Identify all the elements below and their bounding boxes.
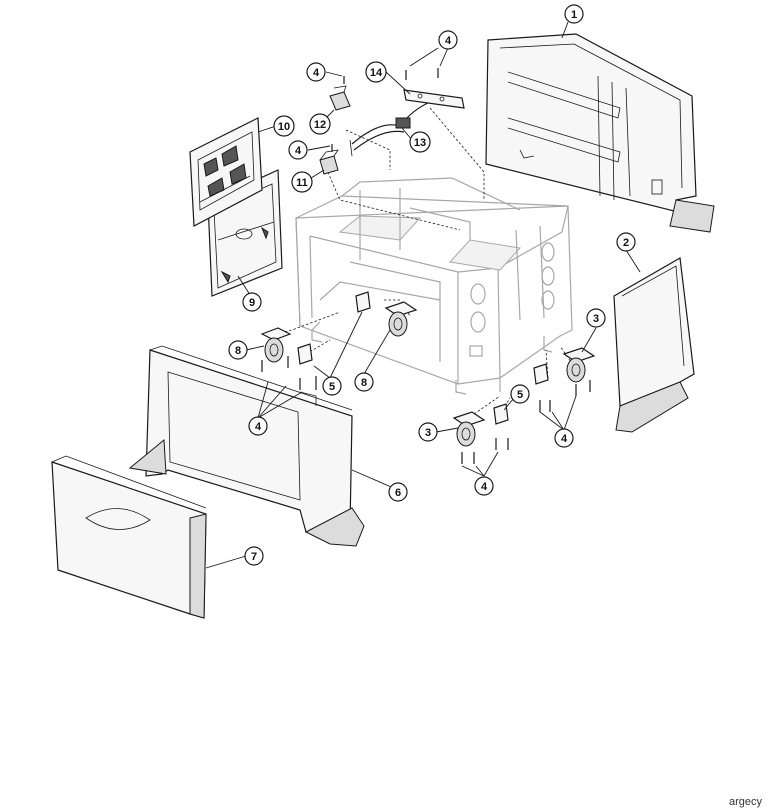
callout-1: 1 (564, 4, 584, 24)
callout-4: 4 (288, 140, 308, 160)
base-frame (295, 177, 573, 395)
callout-4: 4 (554, 428, 574, 448)
svg-text:4: 4 (561, 433, 568, 445)
svg-text:4: 4 (295, 145, 302, 157)
callout-5: 5 (322, 376, 342, 396)
callout-2: 2 (616, 232, 636, 252)
svg-text:5: 5 (517, 389, 523, 401)
board-10 (189, 117, 263, 227)
svg-text:10: 10 (278, 121, 290, 133)
callout-4: 4 (438, 30, 458, 50)
sensor-12 (329, 85, 351, 111)
callout-8: 8 (354, 372, 374, 392)
callout-3: 3 (586, 308, 606, 328)
leveler-brackets (297, 291, 549, 425)
right-side-panel (613, 257, 695, 433)
callout-8: 8 (228, 340, 248, 360)
svg-text:14: 14 (370, 67, 383, 79)
watermark-text: argecy (728, 796, 762, 808)
caster-3-right (562, 347, 596, 383)
svg-text:4: 4 (255, 421, 262, 433)
rear-panel (485, 33, 715, 233)
callout-9: 9 (242, 292, 262, 312)
svg-text:8: 8 (361, 377, 367, 389)
callout-12: 12 (309, 113, 331, 135)
svg-text:3: 3 (593, 313, 599, 325)
front-frame (128, 345, 365, 547)
callout-13: 13 (409, 131, 431, 153)
callout-10: 10 (273, 115, 295, 137)
leader-lines (205, 21, 641, 569)
callout-7: 7 (244, 546, 264, 566)
front-door (51, 455, 207, 619)
callout-4: 4 (474, 476, 494, 496)
svg-text:9: 9 (249, 297, 255, 309)
callout-4: 4 (306, 62, 326, 82)
callout-3: 3 (418, 422, 438, 442)
bracket-14 (403, 89, 465, 109)
svg-text:7: 7 (251, 551, 257, 563)
svg-text:13: 13 (414, 137, 426, 149)
svg-text:11: 11 (296, 177, 308, 189)
caster-3-front (452, 411, 486, 447)
cable-13 (349, 101, 431, 157)
svg-text:8: 8 (235, 345, 241, 357)
sensor-11 (319, 149, 339, 175)
screws (261, 68, 591, 464)
caster-8-left (260, 327, 292, 363)
callout-5: 5 (510, 384, 530, 404)
callout-4: 4 (248, 416, 268, 436)
svg-text:5: 5 (329, 381, 335, 393)
svg-text:4: 4 (481, 481, 488, 493)
callouts: 1 2 3 3 4 4 4 4 4 4 5 5 6 7 8 8 9 10 11 … (228, 4, 636, 566)
caster-8-center (384, 301, 418, 337)
svg-text:1: 1 (571, 9, 577, 21)
casters (260, 301, 596, 447)
svg-text:4: 4 (445, 35, 452, 47)
svg-text:12: 12 (314, 119, 326, 131)
callout-6: 6 (388, 482, 408, 502)
svg-text:4: 4 (313, 67, 320, 79)
callout-14: 14 (365, 61, 387, 83)
callout-11: 11 (291, 171, 313, 193)
svg-text:2: 2 (623, 237, 629, 249)
svg-text:6: 6 (395, 487, 401, 499)
svg-text:3: 3 (425, 427, 431, 439)
